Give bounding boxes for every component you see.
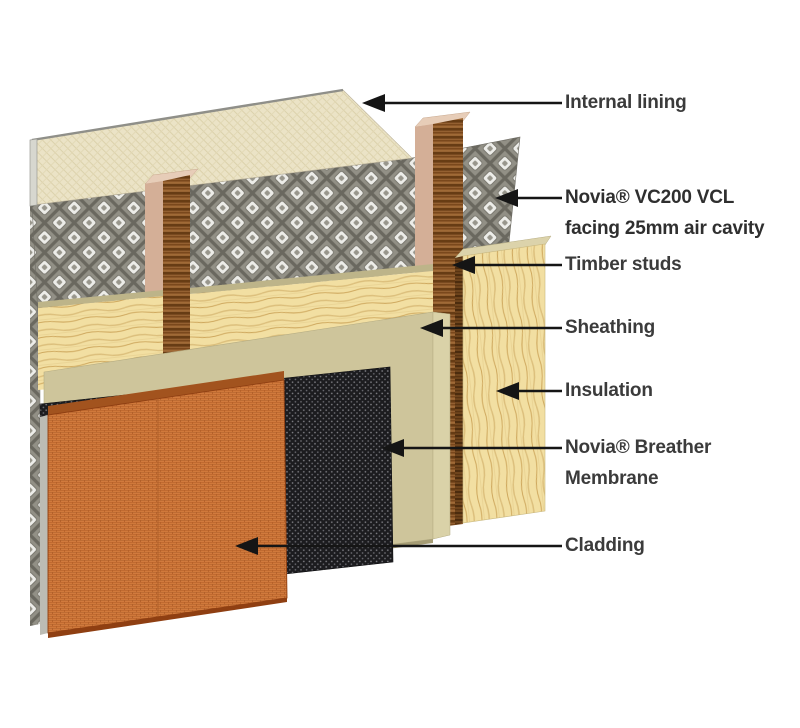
insulation-left-edge [455, 256, 463, 525]
cladding-panel [40, 371, 288, 638]
label-breather-membrane: Novia® Breather Membrane [565, 437, 712, 489]
timber-stud-left [144, 168, 199, 360]
cladding-face [47, 379, 288, 634]
stud-front-face [415, 124, 433, 302]
arrow-insulation [496, 382, 562, 400]
label-timber-studs: Timber studs [565, 254, 682, 275]
arrow-internal-lining [362, 94, 562, 112]
cladding-top-edge [48, 371, 284, 415]
label-cladding: Cladding [565, 535, 645, 556]
insulation-batt-right [454, 235, 552, 525]
stud-side-face [163, 175, 190, 360]
label-sheathing: Sheathing [565, 317, 656, 338]
cladding-left-edge [40, 415, 48, 635]
label-vc200-vcl: Novia® VC200 VCL facing 25mm air cavity [565, 187, 765, 239]
label-internal-lining: Internal lining [565, 92, 687, 113]
insulation-face [462, 243, 546, 524]
arrow-breather-membrane [381, 439, 562, 457]
arrow-sheathing [420, 319, 562, 337]
sheathing-right-edge [432, 311, 451, 540]
callout-arrows [235, 94, 562, 555]
lining-left-edge [29, 138, 38, 207]
internal-lining-panel [29, 88, 413, 207]
lining-top-edge [31, 88, 344, 142]
arrow-cladding [235, 537, 562, 555]
label-insulation: Insulation [565, 380, 653, 401]
cladding-bottom-edge [48, 598, 287, 638]
arrow-vc200-vcl [495, 189, 562, 207]
stud-front-face [145, 181, 163, 301]
arrow-timber-studs [452, 256, 562, 274]
